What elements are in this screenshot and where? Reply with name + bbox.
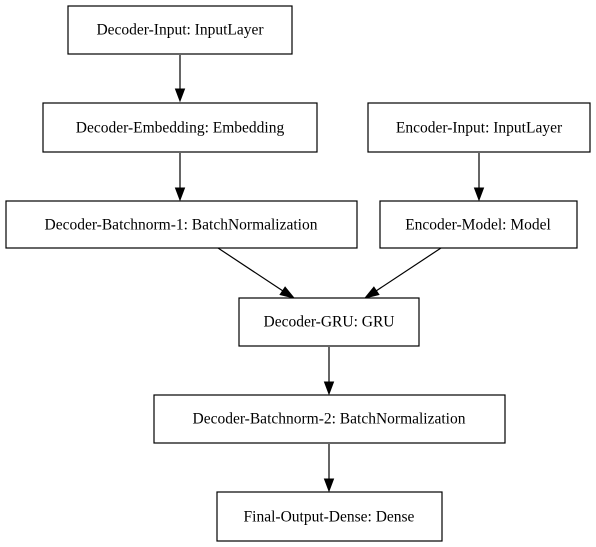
node-label: Decoder-Batchnorm-1: BatchNormalization <box>45 217 318 234</box>
node-label: Decoder-GRU: GRU <box>264 314 395 331</box>
edges <box>174 55 485 493</box>
arrowhead <box>174 187 186 202</box>
node-decoder-batchnorm-1: Decoder-Batchnorm-1: BatchNormalization <box>5 200 358 249</box>
node-label: Encoder-Input: InputLayer <box>396 120 563 137</box>
arrowhead <box>473 187 485 202</box>
node-encoder-input: Encoder-Input: InputLayer <box>367 102 591 153</box>
node-decoder-batchnorm-2: Decoder-Batchnorm-2: BatchNormalization <box>153 394 506 444</box>
arrowhead <box>323 381 335 396</box>
node-label: Decoder-Embedding: Embedding <box>76 120 285 137</box>
arrowhead <box>323 478 335 493</box>
node-encoder-model: Encoder-Model: Model <box>379 200 578 249</box>
arrowhead <box>363 286 380 299</box>
node-label: Encoder-Model: Model <box>405 217 551 234</box>
node-box <box>42 102 318 153</box>
node-box <box>216 491 443 542</box>
node-final-output-dense: Final-Output-Dense: Dense <box>216 491 443 542</box>
arrowhead <box>174 88 186 103</box>
node-box <box>5 200 358 249</box>
node-box <box>379 200 578 249</box>
node-box <box>367 102 591 153</box>
node-decoder-input: Decoder-Input: InputLayer <box>67 5 293 55</box>
node-box <box>238 297 420 347</box>
node-box <box>153 394 506 444</box>
node-label: Final-Output-Dense: Dense <box>244 509 415 526</box>
node-decoder-embedding: Decoder-Embedding: Embedding <box>42 102 318 153</box>
node-box <box>67 5 293 55</box>
node-decoder-gru: Decoder-GRU: GRU <box>238 297 420 347</box>
node-label: Decoder-Batchnorm-2: BatchNormalization <box>193 411 466 428</box>
edge-encoder-model-to-gru <box>375 247 442 292</box>
node-label: Decoder-Input: InputLayer <box>96 22 264 39</box>
edge-batchnorm-1-to-gru <box>217 247 284 292</box>
arrowhead <box>279 286 296 299</box>
